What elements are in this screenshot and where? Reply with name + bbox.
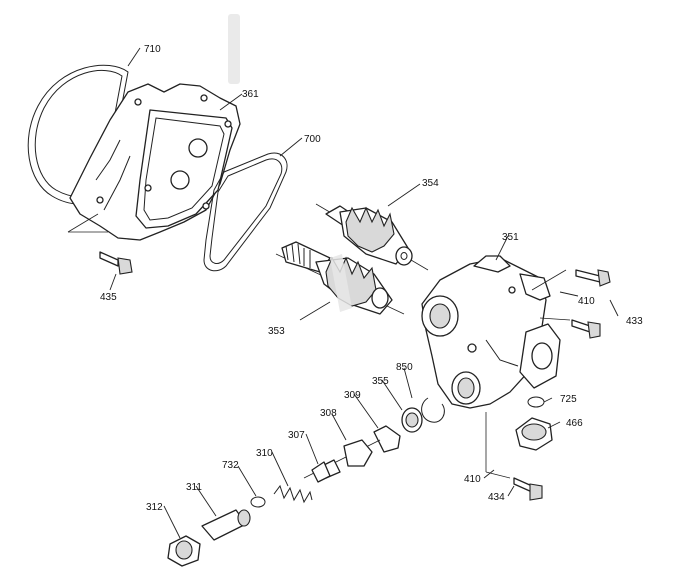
callout-308: 308	[320, 408, 337, 419]
callout-466: 466	[566, 418, 583, 429]
callout-leaders	[109, 47, 619, 539]
spring-310	[273, 484, 313, 504]
bolt-435	[67, 213, 133, 275]
o-ring-725	[527, 396, 545, 408]
bolt-434	[485, 412, 543, 501]
image-artifact	[228, 14, 240, 84]
callout-725: 725	[560, 394, 577, 405]
cover-housing-361	[69, 83, 241, 241]
callout-434: 434	[488, 492, 505, 503]
bolt-433-upper	[531, 269, 611, 291]
callout-351: 351	[502, 232, 519, 243]
lock-nut-312	[167, 535, 201, 567]
callout-354: 354	[422, 178, 439, 189]
callout-361: 361	[242, 89, 259, 100]
pump-body-351	[421, 255, 561, 409]
callout-310: 310	[256, 448, 273, 459]
callout-410-upper: 410	[578, 296, 595, 307]
callout-353: 353	[268, 326, 285, 337]
callout-435: 435	[100, 292, 117, 303]
callout-732: 732	[222, 460, 239, 471]
callout-labels: 710 361 700 354 351 435 410 433 353 850 …	[100, 44, 643, 513]
sleeve-309	[373, 425, 401, 453]
callout-311: 311	[186, 482, 202, 493]
circlip-850	[421, 397, 445, 423]
valve-307	[311, 461, 331, 483]
callout-312: 312	[146, 502, 163, 513]
bolt-433-lower	[539, 317, 601, 339]
adjusting-plug-311	[201, 509, 251, 541]
callout-309: 309	[344, 390, 361, 401]
callout-307: 307	[288, 430, 305, 441]
callout-710: 710	[144, 44, 161, 55]
idler-gear-354	[315, 203, 429, 271]
gasket-700	[203, 152, 288, 272]
callout-433: 433	[626, 316, 643, 327]
callout-700: 700	[304, 134, 321, 145]
callout-850: 850	[396, 362, 413, 373]
plug-466	[515, 417, 553, 451]
callout-410-lower: 410	[464, 474, 481, 485]
o-ring-732	[250, 496, 266, 508]
callout-355: 355	[372, 376, 389, 387]
bearing-355	[401, 407, 423, 433]
drive-gear-353	[275, 241, 405, 315]
